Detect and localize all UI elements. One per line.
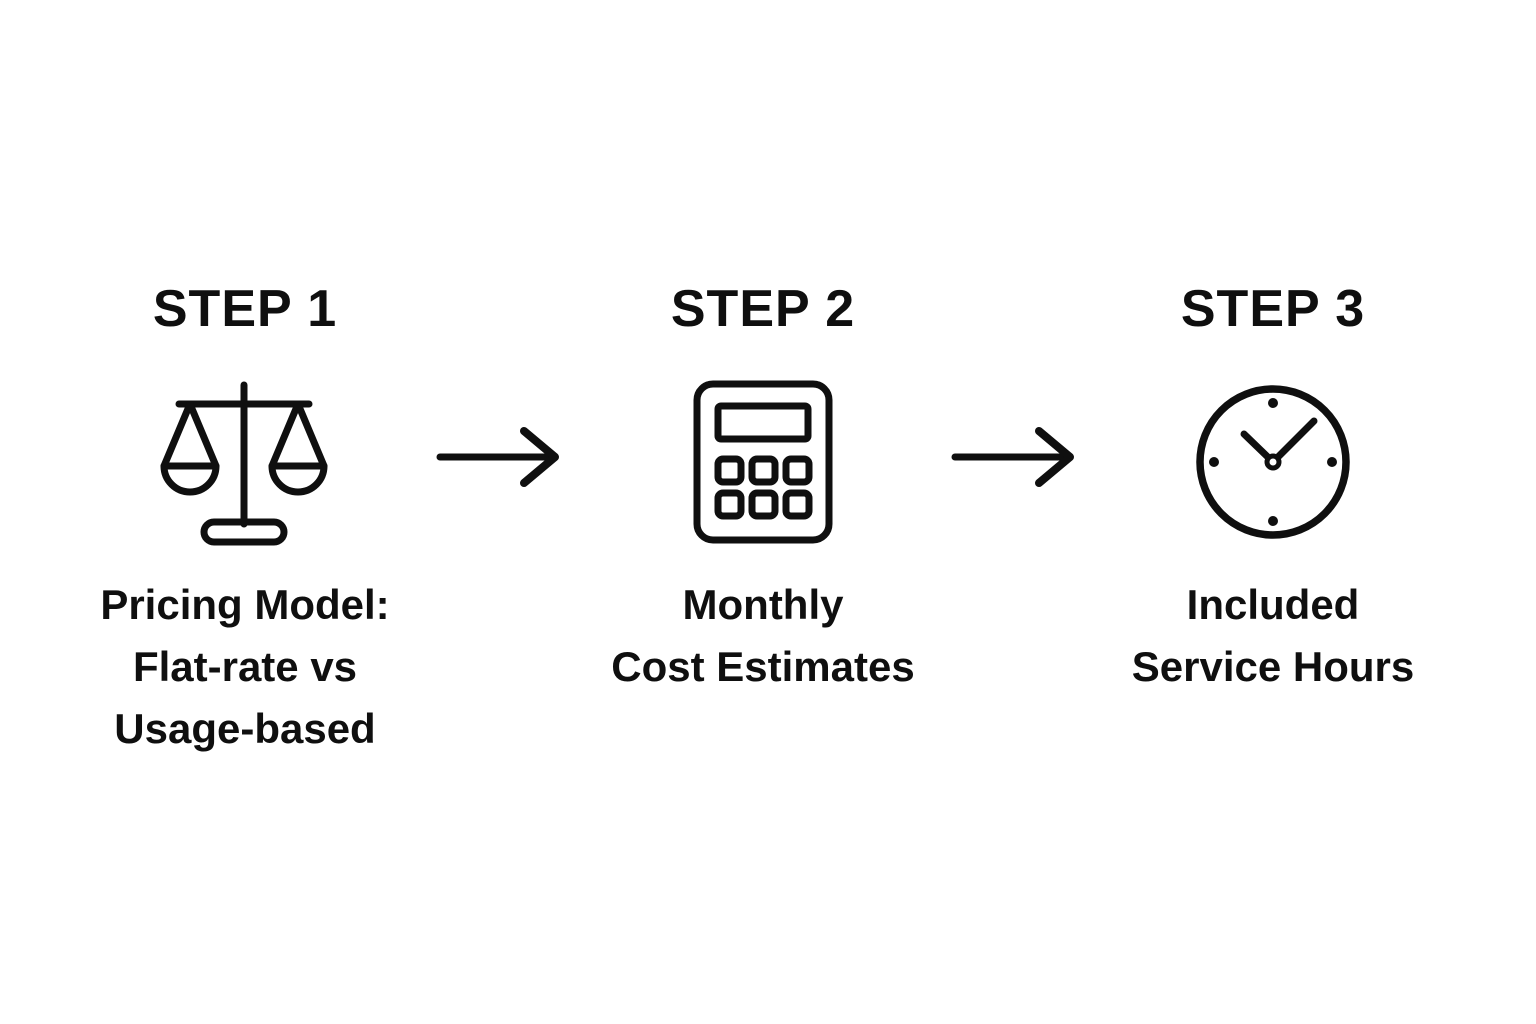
caption-line: Service Hours [1131,643,1415,690]
step-2-icon-wrap [543,378,983,546]
caption-line: Pricing Model: [100,581,390,628]
step-2-title: STEP 2 [670,280,856,338]
step-3: STEP 3 [1053,283,1493,763]
step-3-icon-wrap [1053,378,1493,546]
caption-line: Monthly [682,581,844,628]
caption-line: Usage-based [114,705,376,752]
step-3-caption: Included Service Hours [1053,574,1493,698]
caption-line: Cost Estimates [611,643,915,690]
arrow-right-icon [436,426,562,488]
step-1-icon-wrap [25,378,465,546]
caption-line: Included [1186,581,1360,628]
arrow-right-icon [951,426,1077,488]
step-2-caption: Monthly Cost Estimates [543,574,983,698]
clock-icon [1193,382,1353,542]
step-1: STEP 1 [25,283,465,763]
step-1-title: STEP 1 [152,280,338,338]
balance-scale-icon [160,378,330,546]
step-3-title: STEP 3 [1180,280,1366,338]
calculator-icon [693,380,833,544]
caption-line: Flat-rate vs [132,643,358,690]
step-2: STEP 2 [543,283,983,763]
step-1-caption: Pricing Model: Flat-rate vs Usage-based [25,574,465,760]
